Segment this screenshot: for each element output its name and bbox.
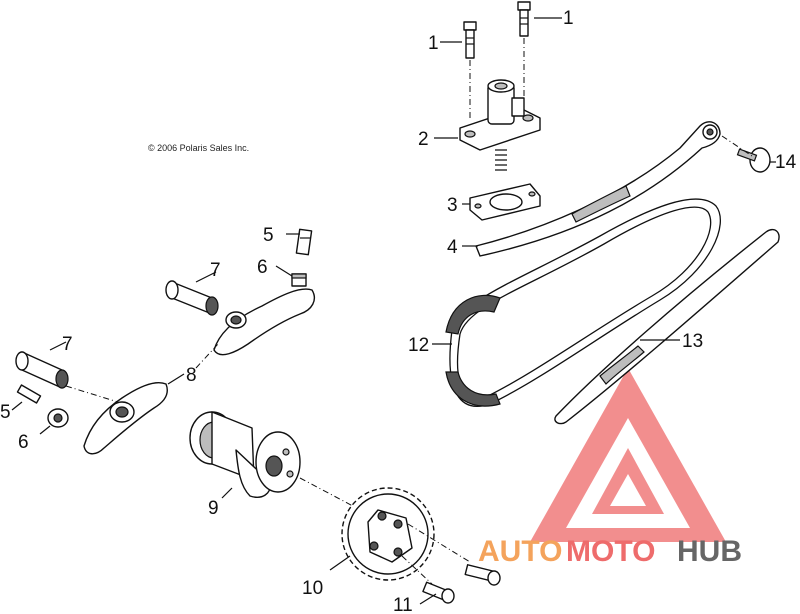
callout-13: 13 — [682, 331, 703, 352]
callout-1-right: 1 — [563, 8, 574, 29]
tensioner-gasket — [469, 183, 541, 221]
rocker-arm-lower — [83, 382, 168, 455]
watermark-moto-text: MOTO — [566, 535, 655, 568]
callout-4: 4 — [447, 237, 458, 258]
chain-tensioner-guide — [475, 121, 721, 257]
rocker-adjust-screw-lower — [16, 384, 42, 404]
rocker-locknut-lower — [47, 408, 69, 428]
callout-11: 11 — [393, 595, 413, 614]
callout-9: 9 — [208, 498, 219, 519]
rocker-shaft-upper — [165, 280, 219, 316]
watermark-logo — [530, 368, 726, 542]
callout-5-upper: 5 — [263, 225, 274, 246]
tensioner-bolt-left — [463, 21, 477, 59]
rocker-arm-upper — [213, 288, 316, 356]
callout-6-lower: 6 — [18, 432, 29, 453]
cam-sprocket — [341, 487, 435, 581]
sprocket-bolt-upper — [464, 564, 501, 586]
callout-12: 12 — [408, 335, 429, 356]
rocker-locknut-upper — [291, 273, 307, 287]
callout-1-left: 1 — [428, 33, 439, 54]
rocker-shaft-lower — [15, 351, 69, 389]
tensioner-bolt-right — [517, 1, 531, 37]
cam-chain-tensioner — [459, 79, 541, 171]
cam-chain — [445, 198, 721, 407]
guide-pivot-bolt — [736, 147, 771, 173]
callout-3: 3 — [447, 195, 458, 216]
callout-2: 2 — [418, 129, 429, 150]
callout-7-upper: 7 — [210, 260, 221, 281]
rocker-adjust-screw-upper — [295, 228, 313, 256]
watermark-auto-text: AUTO — [478, 535, 562, 568]
cam-chain-guide — [554, 228, 780, 425]
watermark-hub-text: HUB — [677, 535, 742, 568]
callout-8: 8 — [186, 365, 197, 386]
callout-7-lower: 7 — [62, 334, 73, 355]
callout-14: 14 — [775, 152, 797, 173]
callout-5-lower: 5 — [0, 402, 11, 423]
callout-6-upper: 6 — [257, 257, 268, 278]
camshaft — [189, 411, 301, 498]
copyright-text: © 2006 Polaris Sales Inc. — [148, 143, 249, 153]
callout-10: 10 — [302, 578, 323, 599]
